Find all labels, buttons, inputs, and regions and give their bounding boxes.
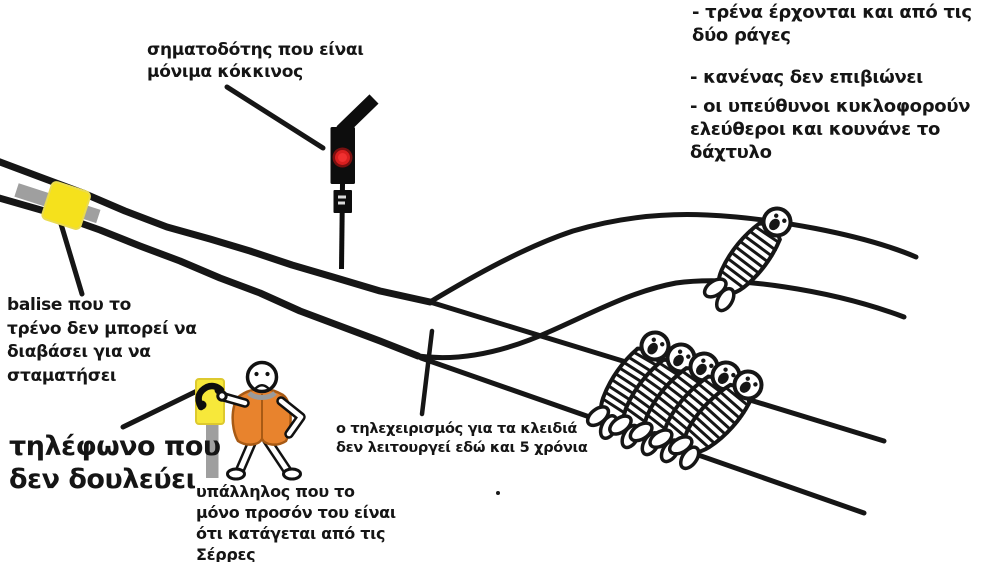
stray-ink-dot (496, 491, 500, 495)
main-track-lower-rail (0, 194, 422, 360)
branch-track-lower-rail (415, 278, 907, 361)
signal-arm (336, 94, 379, 136)
note-responsibles-free: - οι υπεύθυνοι κυκλοφορούν ελεύθεροι και… (690, 96, 971, 163)
note-both-tracks: - τρένα έρχονται και από τις δύο ράγες (692, 2, 972, 46)
signal-label: σηματοδότης που είναι μόνιμα κόκκινος (147, 40, 364, 82)
phone-pole (206, 420, 219, 478)
phone-handset-icon (195, 382, 225, 411)
note-no-survivors: - κανένας δεν επιβιώνει (690, 67, 923, 88)
signal-red-light-core (338, 153, 347, 162)
remote-control-label: ο τηλεχειρισμός για τα κλειδιά δεν λειτο… (336, 421, 588, 456)
mummy-group (578, 322, 773, 477)
worker-arms (219, 392, 306, 439)
branch-track-upper-rail (427, 212, 919, 305)
balise-body (41, 181, 91, 230)
pointer-lines (58, 84, 435, 430)
phone-label: τηλέφωνο που δεν δουλεύει (9, 431, 221, 495)
balise-pointer-line (58, 221, 85, 297)
red-signal-icon (330, 94, 379, 270)
signal-id-plate (333, 190, 352, 213)
worker-head (245, 360, 279, 394)
phone-pointer-line (120, 388, 200, 430)
remote-pointer-line (419, 328, 435, 417)
balise-icon (14, 181, 101, 230)
balise-label: balise που το τρένο δεν μπορεί να διαβάσ… (7, 295, 197, 386)
vest-collar (247, 391, 277, 400)
signal-pointer-line (224, 84, 326, 151)
worker-foot-left (226, 467, 246, 481)
worker-foot-right (282, 467, 302, 481)
employee-label: υπάλληλος που το μόνο προσόν του είναι ό… (196, 482, 396, 562)
railway-worker-figure (216, 360, 306, 481)
branch-track (415, 212, 919, 361)
worker-hand (216, 390, 228, 402)
